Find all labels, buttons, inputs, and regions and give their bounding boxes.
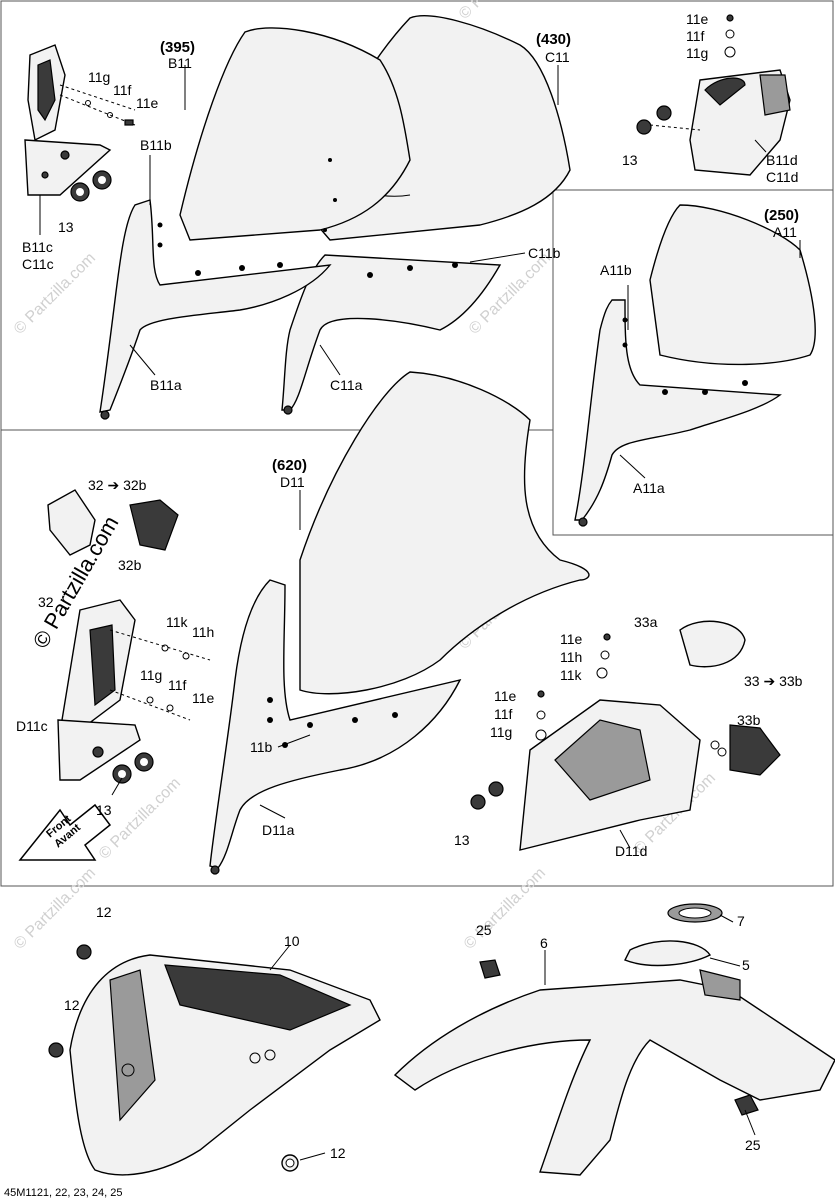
label-33a: 33a	[634, 614, 658, 630]
watermark-text: © Partzilla.com	[461, 865, 549, 953]
label-11f: 11f	[494, 706, 513, 722]
label-11g: 11g	[490, 724, 512, 740]
label-c11: C11	[545, 49, 570, 65]
watermark-text: © Partzilla.com	[96, 775, 184, 863]
label-13: 13	[622, 152, 638, 168]
label-a11b: A11b	[600, 262, 632, 278]
label-11g: 11g	[686, 45, 708, 61]
hood-part-10	[48, 944, 381, 1176]
bracket-d11c	[47, 489, 211, 784]
part-d11d	[470, 620, 781, 851]
label-11e: 11e	[560, 631, 583, 647]
watermark-text: © Partzilla.com	[11, 865, 99, 953]
label-5: 5	[742, 957, 750, 973]
watermark-text: © Partzilla.com	[456, 0, 544, 23]
label-d11c: D11c	[16, 718, 48, 734]
label-11e: 11e	[494, 688, 517, 704]
windshield-d11	[209, 371, 590, 875]
label-d11: D11	[280, 474, 305, 490]
leader-lines	[39, 65, 801, 1161]
label-7: 7	[737, 913, 745, 929]
label-12: 12	[96, 904, 112, 920]
label-11h: 11h	[560, 649, 582, 665]
label-c11a: C11a	[330, 377, 363, 393]
label-b11c: B11c	[22, 239, 53, 255]
label-c11b: C11b	[528, 245, 561, 261]
label-10: 10	[284, 933, 300, 949]
label-11e: 11e	[192, 690, 215, 706]
label-11k: 11k	[166, 614, 189, 630]
label-12: 12	[330, 1145, 346, 1161]
label-25: 25	[745, 1137, 761, 1153]
label-b11b: B11b	[140, 137, 172, 153]
label-33-33b: 33 ➔ 33b	[744, 673, 803, 689]
label-b11: B11	[168, 55, 192, 71]
label-b11-size: (395)	[160, 39, 195, 56]
label-c11c: C11c	[22, 256, 54, 272]
label-33b: 33b	[737, 712, 761, 728]
labels: (395) B11 (430) C11 (250) A11 (620) D11 …	[4, 11, 803, 1199]
label-11e: 11e	[136, 95, 159, 111]
label-c11d: C11d	[766, 169, 798, 185]
label-11f: 11f	[686, 28, 705, 44]
label-a11: A11	[773, 224, 797, 240]
label-13: 13	[96, 802, 112, 818]
label-11h: 11h	[192, 624, 214, 640]
label-11g: 11g	[88, 69, 110, 85]
label-b11d: B11d	[766, 152, 798, 168]
label-32-32b: 32 ➔ 32b	[88, 477, 147, 493]
windshield-a11	[574, 204, 816, 527]
a11-frame	[552, 189, 834, 536]
label-d11d: D11d	[615, 843, 647, 859]
diagram-code: 45M1121, 22, 23, 24, 25	[4, 1187, 122, 1199]
label-a11a: A11a	[633, 480, 665, 496]
label-d11-size: (620)	[272, 457, 307, 474]
label-11e: 11e	[686, 11, 709, 27]
label-11f: 11f	[113, 82, 132, 98]
label-32b: 32b	[118, 557, 142, 573]
label-c11-size: (430)	[536, 31, 571, 48]
label-12: 12	[64, 997, 80, 1013]
bracket-b11c	[24, 44, 136, 202]
console-part-6	[393, 903, 835, 1176]
label-11b: 11b	[250, 739, 273, 755]
label-d11a: D11a	[262, 822, 295, 838]
label-13: 13	[454, 832, 470, 848]
label-a11-size: (250)	[764, 207, 799, 224]
label-b11a: B11a	[150, 377, 182, 393]
label-11k: 11k	[560, 667, 583, 683]
label-25: 25	[476, 922, 492, 938]
label-13: 13	[58, 219, 74, 235]
windshield-holes	[157, 158, 458, 278]
label-11g: 11g	[140, 667, 162, 683]
windshield-b11	[99, 27, 411, 420]
label-11f: 11f	[168, 677, 187, 693]
label-32: 32	[38, 594, 54, 610]
part-b11d	[636, 14, 791, 176]
label-6: 6	[540, 935, 548, 951]
